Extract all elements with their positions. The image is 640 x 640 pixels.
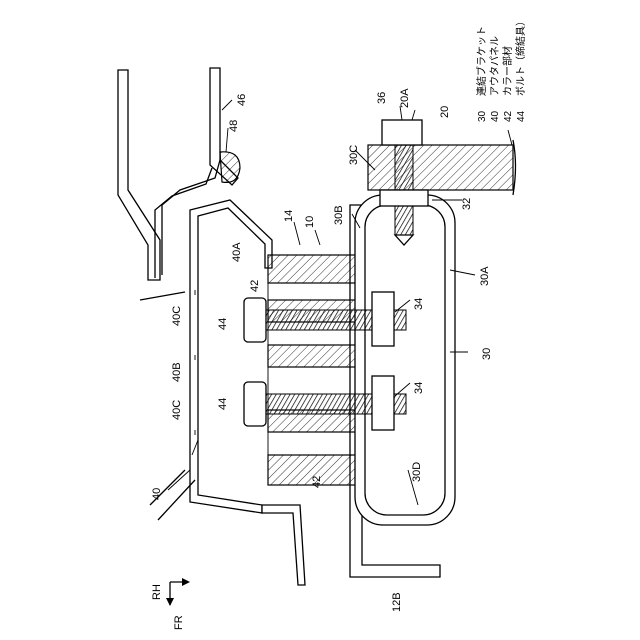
ref-42-lower: 42 — [311, 476, 323, 488]
ref-14: 14 — [283, 210, 295, 222]
legend-num-42: 42 — [503, 110, 514, 122]
legend-num-44: 44 — [516, 110, 527, 122]
ref-20: 20 — [439, 106, 451, 118]
ref-48: 48 — [228, 120, 240, 132]
legend-text-44: ボルト（締結具） — [514, 16, 527, 96]
legend-text-42: カラー部材 — [501, 46, 514, 96]
ref-12B: 12B — [391, 592, 403, 612]
legend-text-40: アウタパネル — [489, 36, 501, 96]
body-member-20 — [368, 140, 516, 195]
ref-32: 32 — [461, 198, 473, 210]
ref-20A: 20A — [399, 88, 411, 108]
ref-46: 46 — [236, 94, 248, 106]
ref-30B: 30B — [333, 205, 345, 225]
legend: 30 連結ブラケット 40 アウタパネル 42 カラー部材 44 ボルト（締結具… — [475, 16, 527, 122]
ref-40B: 40B — [171, 362, 183, 382]
ref-10: 10 — [304, 216, 316, 228]
ref-30: 30 — [481, 348, 493, 360]
collar-block-14 — [268, 255, 360, 485]
ref-40A: 40A — [231, 242, 243, 262]
legend-text-30: 連結ブラケット — [475, 26, 488, 96]
ref-34-upper: 34 — [413, 298, 425, 310]
ref-34-lower: 34 — [413, 382, 425, 394]
ref-30C: 30C — [348, 145, 360, 165]
ref-44-lower: 44 — [217, 398, 229, 410]
panel-12B — [262, 505, 305, 585]
compass-fr-label: FR — [173, 615, 185, 630]
panel-46 — [118, 68, 238, 280]
compass-rh-label: RH — [151, 584, 163, 600]
skin-break-upper — [140, 292, 185, 300]
legend-num-30: 30 — [477, 110, 488, 122]
ref-30D: 30D — [411, 462, 423, 482]
ref-40C-upper: 40C — [171, 306, 183, 326]
legend-num-40: 40 — [490, 110, 501, 122]
seal-48 — [220, 152, 240, 183]
ref-30A: 30A — [479, 266, 491, 286]
ref-42-upper: 42 — [249, 280, 261, 292]
ref-44-upper: 44 — [217, 318, 229, 330]
compass: RH FR — [151, 578, 190, 630]
ref-40C-lower: 40C — [171, 400, 183, 420]
ref-36: 36 — [376, 92, 388, 104]
ref-40: 40 — [151, 488, 163, 500]
